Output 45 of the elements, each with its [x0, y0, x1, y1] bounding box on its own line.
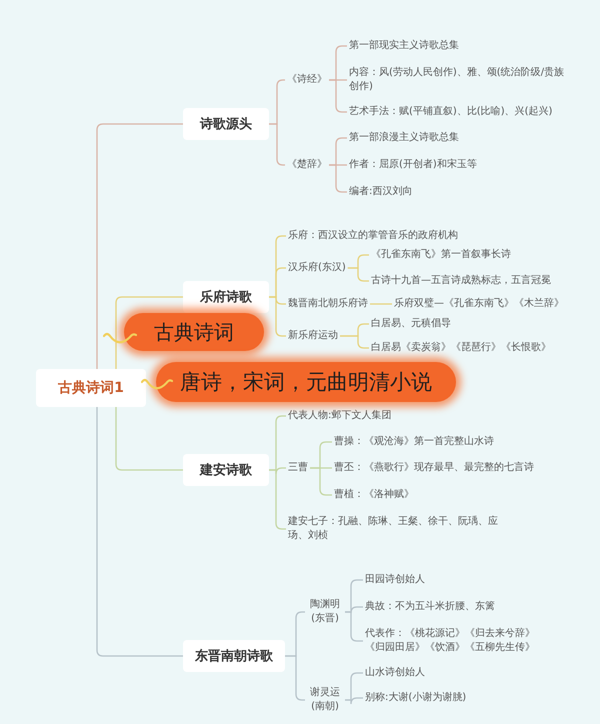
topic-box: 诗歌源头 [183, 108, 269, 140]
subtopic-text: 山水诗创始人 [363, 666, 427, 680]
subtopic-text: 艺术手法：赋(平铺直叙)、比(比喻)、兴(起兴) [347, 105, 554, 119]
subtopic-text: 新乐府运动 [286, 329, 340, 343]
topic-box: 东晋南朝诗歌 [183, 640, 285, 672]
subtopic-text: 魏晋南北朝乐府诗 [286, 297, 370, 311]
subtopic-text: 古诗十九首—五言诗成熟标志，五言冠冕 [369, 274, 553, 288]
topic-box: 乐府诗歌 [183, 281, 269, 313]
connector-line [115, 296, 183, 369]
subtopic-text: 内容：风(劳动人民创作)、雅、颂(统治阶级/贵族创作) [347, 66, 569, 94]
subtopic-text: 田园诗创始人 [363, 573, 427, 587]
topic-box: 建安诗歌 [183, 454, 269, 486]
subtopic-text: 谢灵运(南朝) [305, 686, 345, 714]
subtopic-text: 曹植：《洛神赋》 [332, 488, 416, 502]
highlight-bubble: 古典诗词 [124, 313, 264, 351]
subtopic-text: 作者：屈原(开创者)和宋玉等 [347, 158, 479, 172]
connector-line [345, 697, 363, 705]
subtopic-text: 建安七子：孔融、陈琳、王粲、徐干、阮瑀、应玚、刘桢 [286, 515, 502, 543]
subtopic-text: 《诗经》 [285, 73, 329, 87]
subtopic-text: 白居易《卖炭翁》《琵琶行》《长恨歌》 [369, 341, 553, 355]
connector-line [96, 123, 183, 369]
subtopic-text: 乐府：西汉设立的掌管音乐的政府机构 [286, 229, 460, 243]
subtopic-text: 曹操：《观沧海》第一首完整山水诗 [332, 435, 496, 449]
subtopic-text: 白居易、元稹倡导 [369, 317, 453, 331]
connector-line [115, 407, 183, 471]
subtopic-text: 《孔雀东南飞》第一首叙事长诗 [369, 248, 513, 262]
highlight-bubble: 唐诗，宋词，元曲明清小说 [156, 362, 456, 402]
subtopic-text: 典故：不为五斗米折腰、东篱 [363, 600, 497, 614]
subtopic-text: 三曹 [286, 461, 310, 475]
connector-line [348, 267, 369, 282]
subtopic-text: 编者:西汉刘向 [347, 185, 414, 199]
connector-line [340, 335, 369, 349]
subtopic-text: 汉乐府(东汉) [286, 261, 348, 275]
subtopic-text: 《楚辞》 [285, 158, 329, 172]
connector-line [370, 303, 392, 305]
subtopic-text: 曹丕：《燕歌行》现存最早、最完整的七言诗 [332, 461, 536, 475]
connector-line [96, 407, 183, 657]
subtopic-text: 别称:大谢(小谢为谢朓) [363, 691, 468, 705]
root-topic-box: 古典诗词1 [36, 369, 146, 407]
subtopic-text: 乐府双璧—《孔雀东南飞》《木兰辞》 [392, 297, 566, 311]
subtopic-text: 陶渊明(东晋) [305, 598, 345, 626]
subtopic-text: 代表人物:邺下文人集团 [286, 409, 394, 423]
subtopic-text: 第一部浪漫主义诗歌总集 [347, 131, 461, 145]
subtopic-text: 第一部现实主义诗歌总集 [347, 39, 461, 53]
subtopic-text: 代表作：《桃花源记》《归去来兮辞》《归园田居》《饮酒》《五柳先生传》 [363, 627, 543, 655]
